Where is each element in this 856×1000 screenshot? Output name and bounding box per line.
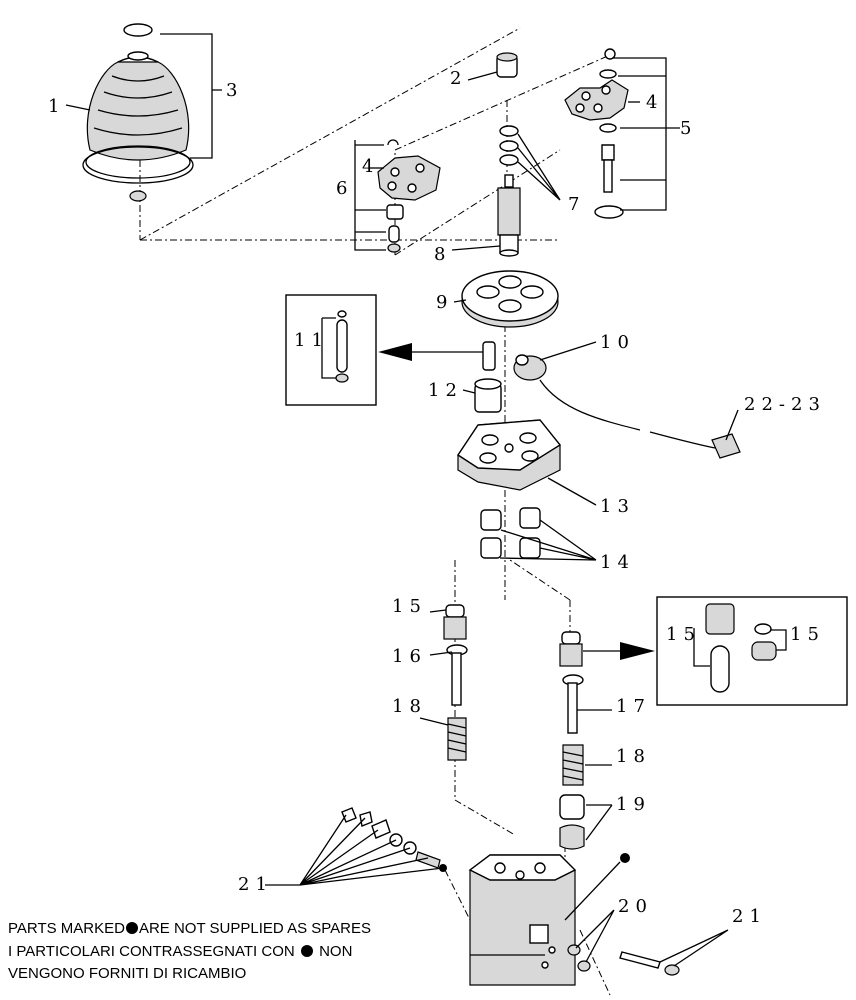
plunger-assembly — [497, 125, 521, 257]
base-plate-13 — [457, 419, 562, 491]
callout-13: 13 — [600, 496, 635, 517]
callout-9: 9 — [436, 292, 453, 313]
callout-10: 10 — [600, 332, 635, 353]
bushing-12 — [474, 378, 502, 413]
spares-note-line1: PARTS MARKED ARE NOT SUPPLIED AS SPARES — [8, 920, 371, 938]
left-plunger-stack — [443, 604, 468, 761]
bullet-marker-icon — [125, 922, 138, 934]
guide-disk — [461, 270, 559, 328]
right-plunger-stack — [559, 631, 585, 850]
callout-3: 3 — [226, 80, 243, 101]
callout-7: 7 — [568, 194, 585, 215]
callout-15-inset-a: 15 — [666, 624, 701, 645]
callout-16: 16 — [392, 646, 427, 667]
spares-note-line3: VENGONO FORNITI DI RICAMBIO — [8, 965, 246, 983]
note-line1-suffix: ARE NOT SUPPLIED AS SPARES — [138, 920, 371, 937]
callout-15-inset-b: 15 — [790, 624, 825, 645]
callout-5: 5 — [680, 118, 697, 139]
callout-4-right: 4 — [646, 92, 663, 113]
callout-4-left: 4 — [362, 156, 379, 177]
note-line1-prefix: PARTS MARKED — [8, 920, 125, 937]
callout-15-left: 15 — [392, 596, 427, 617]
cups-14 — [480, 507, 541, 559]
retainer-plate-right — [564, 48, 629, 219]
callout-21-left: 21 — [238, 874, 273, 895]
callout-6: 6 — [336, 178, 353, 199]
leader-lines — [65, 33, 739, 967]
callout-19: 19 — [616, 794, 651, 815]
rubber-boot — [82, 23, 194, 202]
callout-1: 1 — [48, 96, 65, 117]
callout-18-left: 18 — [392, 696, 427, 717]
callout-11: 11 — [294, 330, 329, 351]
note-line2-suffix: NON — [319, 943, 353, 960]
callout-2: 2 — [450, 68, 467, 89]
callout-8: 8 — [434, 244, 451, 265]
wiring-harness — [513, 354, 741, 459]
callout-labels: 1 3 2 4 5 4 6 7 8 9 11 10 12 22-23 13 14… — [48, 68, 826, 927]
detail-inset-11 — [285, 294, 496, 406]
callout-22-23: 22-23 — [744, 394, 826, 415]
part-2-plug — [496, 52, 518, 78]
callout-20: 20 — [618, 896, 653, 917]
spares-note-line2: I PARTICOLARI CONTRASSEGNATI CON NON — [8, 943, 352, 961]
bullet-marker-icon — [300, 945, 313, 957]
callout-21-right: 21 — [732, 906, 767, 927]
callout-14: 14 — [600, 552, 635, 573]
callout-12: 12 — [428, 380, 463, 401]
fittings — [341, 807, 680, 976]
note-line2-prefix: I PARTICOLARI CONTRASSEGNATI CON — [8, 943, 295, 960]
callout-17: 17 — [616, 696, 651, 717]
retainer-plate-left — [377, 139, 441, 253]
detail-inset-15 — [583, 596, 848, 706]
note-line3: VENGONO FORNITI DI RICAMBIO — [8, 965, 247, 982]
callout-18-right: 18 — [616, 746, 651, 767]
valve-body — [468, 853, 630, 986]
